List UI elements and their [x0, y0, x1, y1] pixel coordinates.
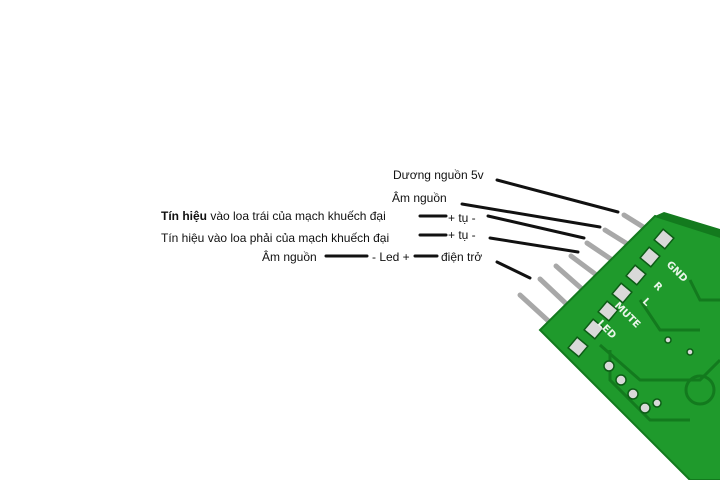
leader-resistor — [495, 260, 532, 280]
label-resistor: điện trở — [441, 250, 483, 264]
hole-4 — [639, 402, 651, 414]
hole-6 — [686, 348, 694, 356]
leader-vcc — [495, 178, 620, 214]
label-gnd-2: Âm nguồn — [262, 250, 317, 264]
leader-left-2 — [486, 214, 586, 240]
trace-2 — [638, 299, 700, 332]
label-left-text: vào loa trái của mạch khuếch đại — [207, 209, 386, 223]
pad-4 — [611, 282, 633, 304]
pad-5 — [597, 300, 619, 322]
pad-1 — [653, 228, 675, 250]
hole-3 — [627, 388, 639, 400]
pin-pads — [567, 228, 675, 358]
leader-lines — [324, 178, 620, 280]
pad-7 — [567, 336, 589, 358]
trace-ring — [684, 374, 716, 406]
label-left-prefix: Tín hiệu — [161, 209, 207, 223]
leader-right-2 — [488, 236, 580, 254]
pcb-board — [538, 214, 720, 480]
pcb-edge — [655, 212, 720, 237]
label-left-signal: Tín hiệu vào loa trái của mạch khuếch đạ… — [161, 209, 386, 223]
hole-7 — [664, 336, 672, 344]
trace-1 — [599, 343, 720, 382]
label-vcc: Dương nguồn 5v — [393, 168, 484, 182]
trace-4 — [688, 279, 720, 302]
hole-2 — [615, 374, 627, 386]
label-right-signal: Tín hiệu vào loa phải của mạch khuếch đạ… — [161, 231, 390, 245]
leader-gnd-1 — [460, 202, 602, 229]
label-gnd-1: Âm nguồn — [392, 191, 447, 205]
pad-3 — [625, 264, 647, 286]
label-led: - Led + — [372, 250, 410, 264]
label-left-cap: + tụ - — [448, 211, 476, 225]
hole-5 — [652, 398, 662, 408]
label-right-cap: + tụ - — [448, 228, 476, 242]
pad-6 — [583, 318, 605, 340]
pad-2 — [639, 246, 661, 268]
hole-1 — [603, 360, 615, 372]
through-holes — [603, 336, 694, 414]
